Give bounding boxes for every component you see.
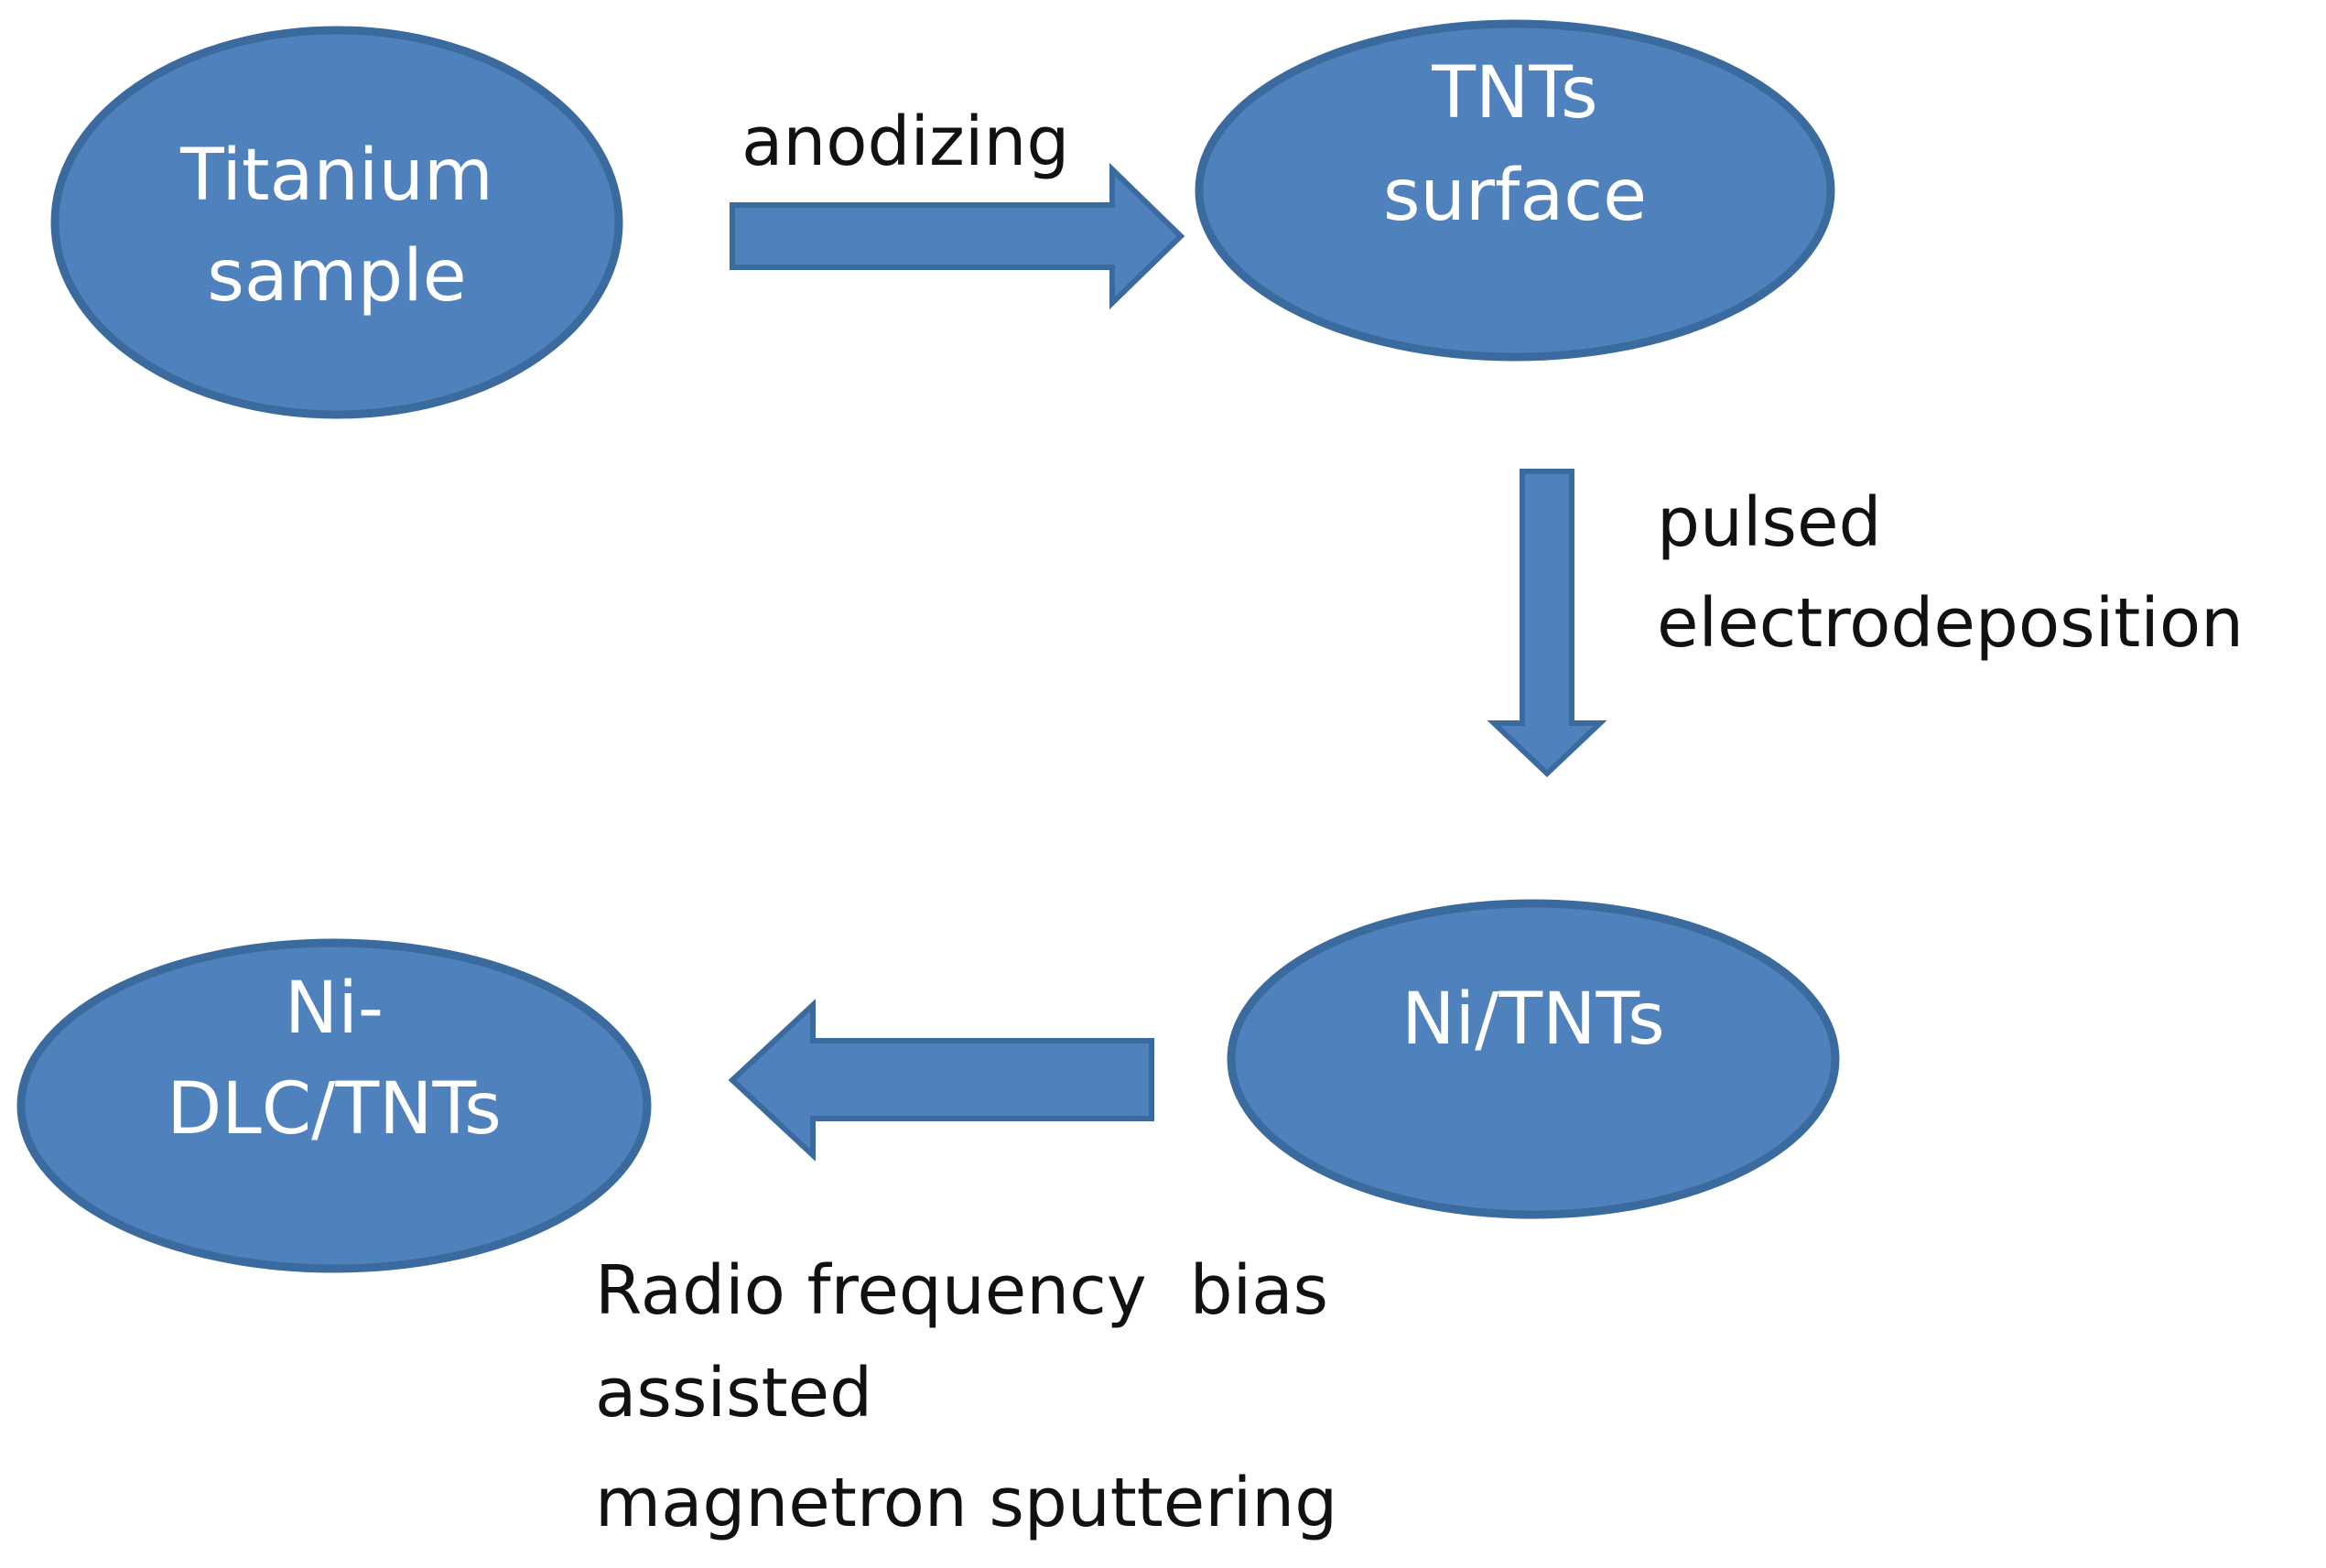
arrow-left-icon [728,999,1154,1162]
node-tnts-surface: TNTs surface [1195,19,1835,362]
node-ni-dlc-tnts: Ni- DLC/TNTs [16,938,652,1273]
node-ni-tnts-label: Ni/TNTs [1401,979,1665,1061]
node-ni-dlc-label: Ni- [285,968,384,1050]
node-ni-dlc-shape [16,938,652,1273]
node-tnts-label-line2: surface [1383,155,1647,237]
node-ni-tnts: Ni/TNTs [1227,899,1840,1219]
arrow-down-icon [1487,469,1607,778]
node-titanium-label: Titanium [179,135,493,217]
node-tnts-shape [1195,19,1835,362]
node-titanium-sample: Titanium sample [50,26,623,419]
step-label-sputtering-line2: assisted [595,1354,872,1433]
node-titanium-shape [50,26,623,419]
node-titanium-label-line2: sample [207,235,467,318]
node-ni-tnts-shape [1227,899,1840,1219]
step-label-anodizing: anodizing [741,103,1069,181]
node-ni-dlc-label-line2: DLC/TNTs [167,1068,502,1151]
step-label-sputtering: Radio frequency bias [595,1251,1328,1330]
step-label-electrodeposition-line2: electrodeposition [1657,584,2244,663]
node-tnts-label: TNTs [1431,52,1597,135]
step-label-electrodeposition: pulsed [1657,483,1882,562]
step-label-sputtering-line3: magnetron sputtering [595,1464,1337,1542]
arrow-right-icon [730,162,1185,310]
